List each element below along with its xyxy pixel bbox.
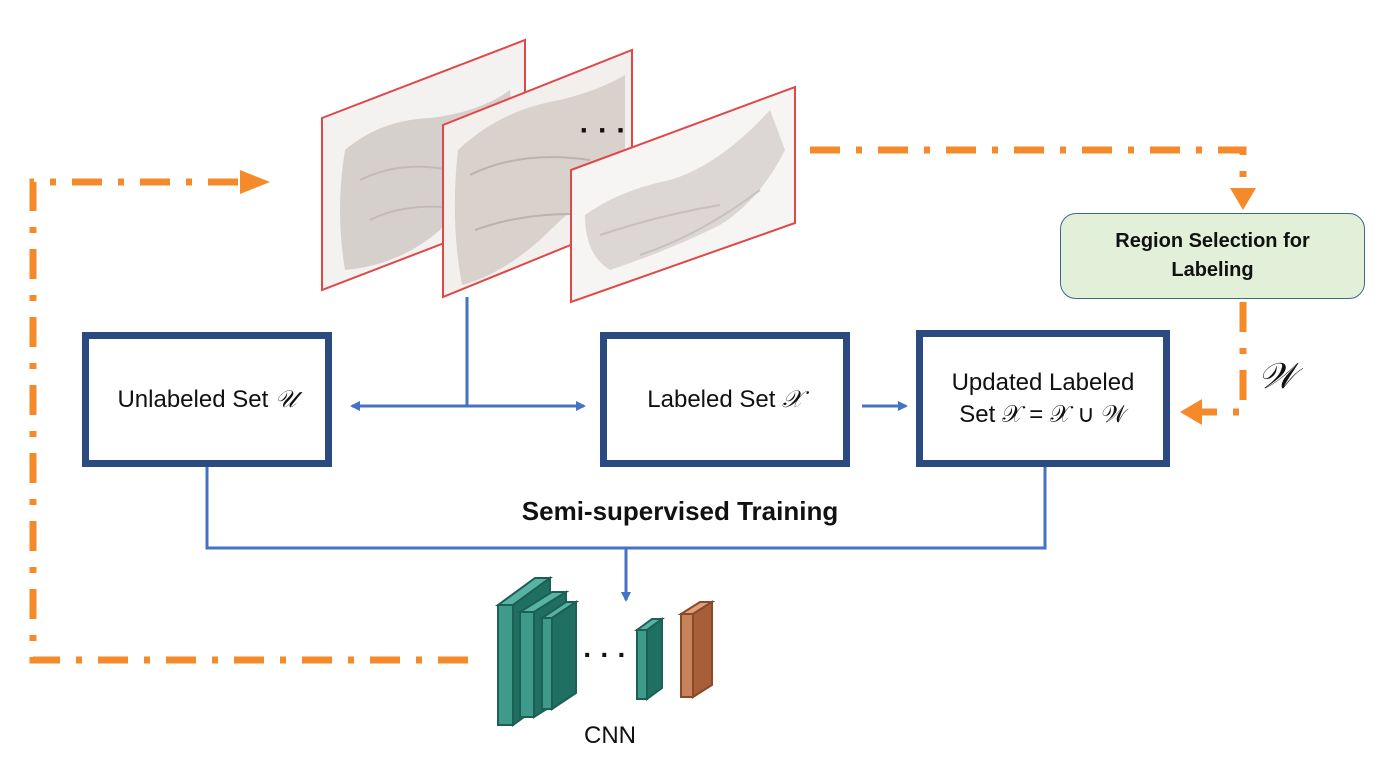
cnn-output-layer bbox=[677, 600, 716, 699]
updated-set-line-1: Updated Labeled bbox=[951, 369, 1135, 397]
slide-ellipsis: · · · bbox=[580, 114, 627, 147]
slide-stack bbox=[321, 38, 796, 304]
connectors bbox=[205, 297, 1047, 602]
region-selection-line-2: Labeling bbox=[1171, 259, 1254, 281]
region-selection-box: Region Selection for Labeling bbox=[1060, 213, 1365, 299]
arrowhead-to-slides bbox=[240, 170, 270, 194]
labeled-set-label: Labeled Set bbox=[647, 385, 776, 413]
feedback-loop bbox=[29, 146, 1247, 664]
cnn-layer-3 bbox=[538, 600, 580, 711]
slide-3 bbox=[570, 85, 796, 304]
updated-set-line-2: Set 𝒳 = 𝒳 ∪ 𝒲 bbox=[959, 400, 1127, 428]
cnn-graphic bbox=[494, 576, 716, 727]
region-selection-line-1: Region Selection for bbox=[1115, 230, 1310, 252]
labeled-set-symbol: 𝒳 bbox=[782, 384, 803, 413]
arrowhead-to-region bbox=[1230, 188, 1256, 210]
w-symbol: 𝒲 bbox=[1258, 356, 1296, 397]
semi-supervised-training-label: Semi-supervised Training bbox=[521, 496, 839, 526]
arrowhead-to-updated bbox=[1180, 399, 1202, 425]
labeled-set-box: Labeled Set 𝒳 bbox=[600, 332, 850, 467]
updated-labeled-set-box: Updated Labeled Set 𝒳 = 𝒳 ∪ 𝒲 bbox=[916, 330, 1170, 467]
unlabeled-set-symbol: 𝒰 bbox=[274, 384, 297, 413]
unlabeled-set-box: Unlabeled Set 𝒰 bbox=[82, 332, 332, 467]
cnn-label: CNN bbox=[584, 722, 636, 749]
cnn-layer-last bbox=[633, 617, 666, 701]
unlabeled-set-label: Unlabeled Set bbox=[117, 385, 269, 413]
feedback-arrowheads bbox=[240, 170, 1256, 425]
cnn-ellipsis: · · · bbox=[583, 639, 627, 670]
